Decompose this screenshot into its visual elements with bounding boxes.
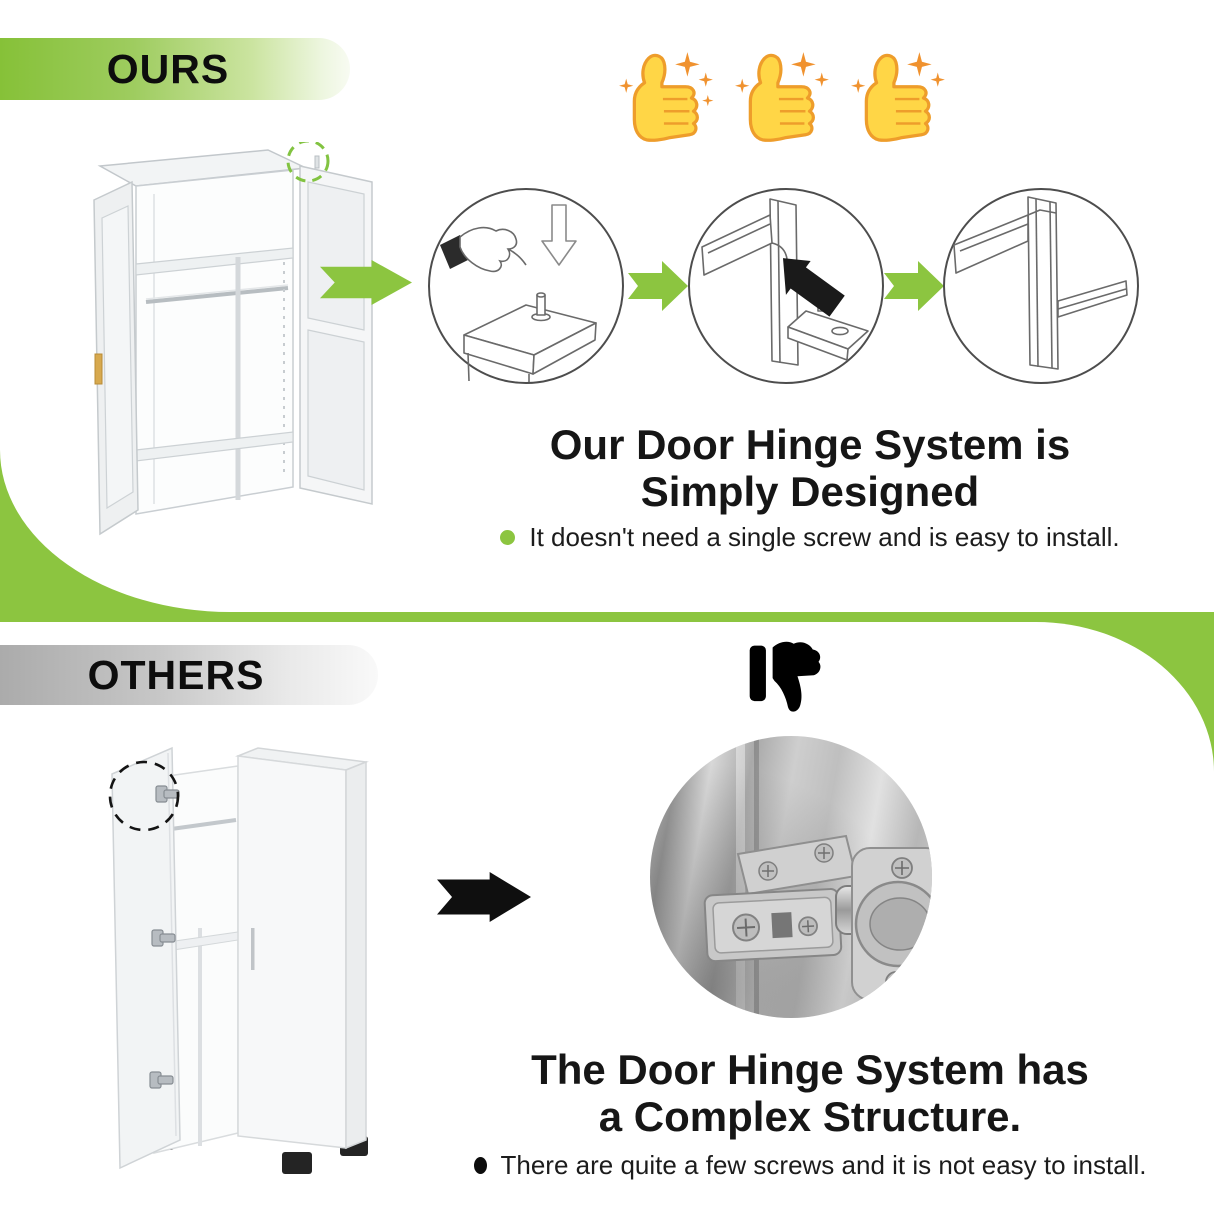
others-headline: The Door Hinge System has a Complex Stru… [420, 1046, 1200, 1140]
green-bullet-dot [500, 530, 516, 545]
others-banner-label: OTHERS [87, 651, 265, 698]
ours-banner-label: OURS [106, 45, 230, 92]
ours-cabinet-illustration [93, 142, 373, 536]
screw-hinge-icons [149, 785, 180, 1089]
ours-bullet-text: It doesn't need a single screw and is ea… [529, 522, 1120, 552]
ours-bullet: It doesn't need a single screw and is ea… [420, 522, 1200, 553]
ours-headline-line1: Our Door Hinge System is [549, 421, 1071, 468]
hinge-callout-circle [108, 760, 180, 832]
insert-direction-arrow [782, 258, 845, 317]
right-arrow-icon [628, 261, 688, 311]
ours-banner: OURS [0, 38, 350, 100]
step-circle-assembled [943, 188, 1139, 384]
thumbs-down-icon [749, 641, 821, 712]
others-banner: OTHERS [0, 645, 378, 705]
others-cabinet-illustration [108, 746, 369, 1174]
others-headline-line2: a Complex Structure. [598, 1093, 1022, 1140]
ours-headline-line2: Simply Designed [640, 468, 980, 515]
black-bullet-dot [473, 1157, 487, 1174]
others-headline-line1: The Door Hinge System has [531, 1046, 1089, 1093]
step-circle-insert-pin [688, 188, 884, 384]
thumbs-up-icon [851, 52, 945, 142]
ours-installation-steps [428, 188, 1139, 384]
ours-headline: Our Door Hinge System is Simply Designed [420, 421, 1200, 515]
thumbs-up-icon [735, 52, 829, 142]
ours-rating [616, 46, 976, 154]
thumbs-up-icon [619, 52, 714, 142]
others-bullet: There are quite a few screws and it is n… [420, 1150, 1200, 1181]
complex-hinge-photo [650, 736, 932, 1018]
step-circle-press-pin [428, 188, 624, 384]
sparkle-icon [675, 52, 700, 77]
others-bullet-text: There are quite a few screws and it is n… [500, 1150, 1147, 1180]
right-arrow-icon [884, 261, 944, 311]
hinge-pin-callout-circle [286, 142, 330, 183]
